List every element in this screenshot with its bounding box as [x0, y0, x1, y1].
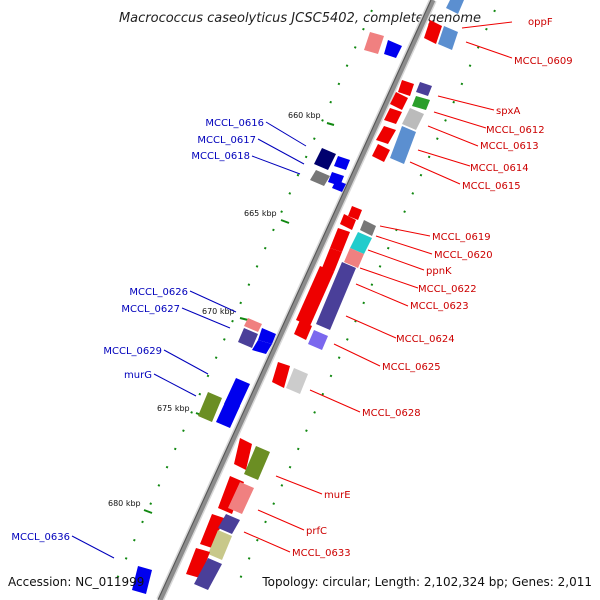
tick-label: 670 kbp [202, 307, 235, 316]
gene-label: MCCL_0636 [11, 532, 70, 543]
tick-670: 670 kbp [202, 307, 249, 321]
gene-label: murG [124, 370, 152, 381]
gene-label: MCCL_0625 [382, 362, 441, 373]
gene-label: MCCL_0609 [514, 56, 573, 67]
tick-665: 665 kbp [244, 209, 290, 224]
gene-label: ppnK [426, 266, 452, 277]
gene-label: MCCL_0620 [434, 250, 493, 261]
gene-label: spxA [496, 106, 520, 117]
gene-labels-left: MCCL_0616 MCCL_0617 MCCL_0618 MCCL_0626 … [11, 118, 264, 543]
leader-lines-right [243, 21, 513, 553]
tick-660: 660 kbp [288, 111, 335, 126]
tick-label: 675 kbp [157, 404, 190, 413]
gene-label: MCCL_0618 [191, 151, 250, 162]
gene-label: MCCL_0628 [362, 408, 421, 419]
gene-label: MCCL_0627 [121, 304, 180, 315]
gene-label: MCCL_0613 [480, 141, 539, 152]
gene-features-left [132, 32, 402, 594]
map-title: Macrococcus caseolyticus JCSC5402, compl… [119, 11, 481, 26]
gene-label: MCCL_0624 [396, 334, 455, 345]
gene-label: MCCL_0612 [486, 125, 545, 136]
topology-text: Topology: circular; Length: 2,102,324 bp… [261, 575, 592, 589]
gene-label: MCCL_0619 [432, 232, 491, 243]
gene-label: murE [324, 490, 351, 501]
tick-label: 660 kbp [288, 111, 321, 120]
gene-labels-right: oppF MCCL_0609 spxA MCCL_0612 MCCL_0613 … [292, 17, 573, 559]
gene-features-right [186, 0, 464, 590]
gene-label: MCCL_0614 [470, 163, 529, 174]
genome-backbone [156, 0, 437, 600]
gene-label: prfC [306, 526, 327, 537]
tick-track-right [234, 9, 496, 591]
gene-label: MCCL_0626 [129, 287, 188, 298]
gene-label: MCCL_0616 [205, 118, 264, 129]
gene-label: MCCL_0623 [410, 301, 469, 312]
gene-label: MCCL_0633 [292, 548, 351, 559]
gene-label: MCCL_0617 [197, 135, 256, 146]
gene-label: oppF [528, 17, 553, 28]
gene-label: MCCL_0629 [103, 346, 162, 357]
leader-lines-left [71, 121, 307, 559]
gene-label: MCCL_0622 [418, 284, 477, 295]
tick-680: 680 kbp [108, 499, 153, 514]
tick-label: 665 kbp [244, 209, 277, 218]
tick-675: 675 kbp [157, 404, 205, 417]
accession-text: Accession: NC_011999 [8, 575, 144, 589]
tick-label: 680 kbp [108, 499, 141, 508]
gene-label: MCCL_0615 [462, 181, 521, 192]
